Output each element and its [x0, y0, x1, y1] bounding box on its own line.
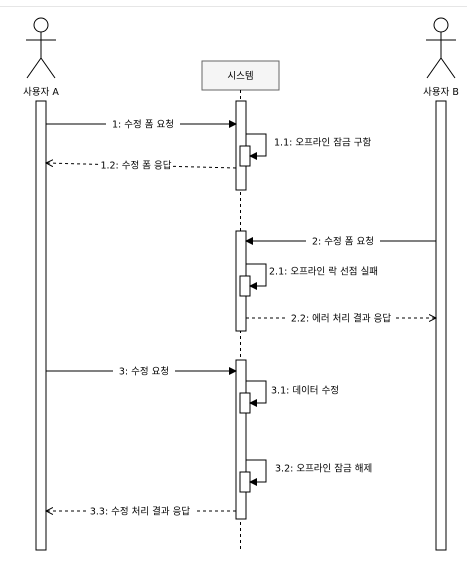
activation-system-1-nested — [239, 145, 251, 167]
message-2-1: 2.1: 오프라인 락 선점 실패 — [246, 263, 378, 290]
message-3-3: 3.3: 수정 처리 결과 응답 — [46, 505, 236, 518]
actor-user-a: 사용자 A — [23, 17, 59, 98]
activation-system-2-nested — [239, 275, 251, 297]
stick-figure-icon — [426, 17, 456, 79]
system-label: 시스템 — [227, 70, 253, 82]
activation-user-a — [35, 100, 47, 551]
message-1: 1: 수정 폼 요청 — [46, 118, 237, 131]
message-3-3-label: 3.3: 수정 처리 결과 응답 — [90, 506, 191, 518]
activation-system-3-nested-2 — [239, 471, 251, 493]
message-2-2-label: 2.2: 에러 처리 결과 응답 — [291, 313, 392, 325]
message-2-1-label: 2.1: 오프라인 락 선점 실패 — [269, 266, 378, 278]
message-3-2-label: 3.2: 오프라인 잠금 해제 — [275, 463, 372, 475]
message-3-1: 3.1: 데이터 수정 — [246, 380, 339, 407]
actor-user-b: 사용자 B — [423, 17, 459, 98]
message-2-label: 2: 수정 폼 요청 — [312, 237, 374, 248]
message-1-1: 1.1: 오프라인 잠금 구함 — [246, 133, 372, 160]
activation-system-3-nested-1 — [239, 392, 251, 414]
actor-user-b-label: 사용자 B — [423, 87, 459, 98]
message-1-1-label: 1.1: 오프라인 잠금 구함 — [274, 138, 372, 149]
participant-system: 시스템 — [201, 60, 280, 91]
message-3: 3: 수정 요청 — [46, 365, 237, 378]
stick-figure-icon — [26, 17, 56, 79]
activation-system-3 — [235, 359, 247, 520]
message-1-label: 1: 수정 폼 요청 — [112, 120, 174, 131]
message-2: 2: 수정 폼 요청 — [245, 235, 436, 248]
message-2-2: 2.2: 에러 처리 결과 응답 — [246, 312, 436, 325]
activation-user-b — [435, 100, 447, 551]
message-3-2: 3.2: 오프라인 잠금 해제 — [246, 459, 372, 486]
message-1-2-label: 1.2: 수정 폼 응답 — [100, 160, 171, 172]
message-1-2: 1.2: 수정 폼 응답 — [46, 159, 237, 172]
actor-user-a-label: 사용자 A — [23, 87, 59, 98]
message-3-label: 3: 수정 요청 — [119, 367, 169, 378]
message-3-1-label: 3.1: 데이터 수정 — [271, 386, 339, 397]
